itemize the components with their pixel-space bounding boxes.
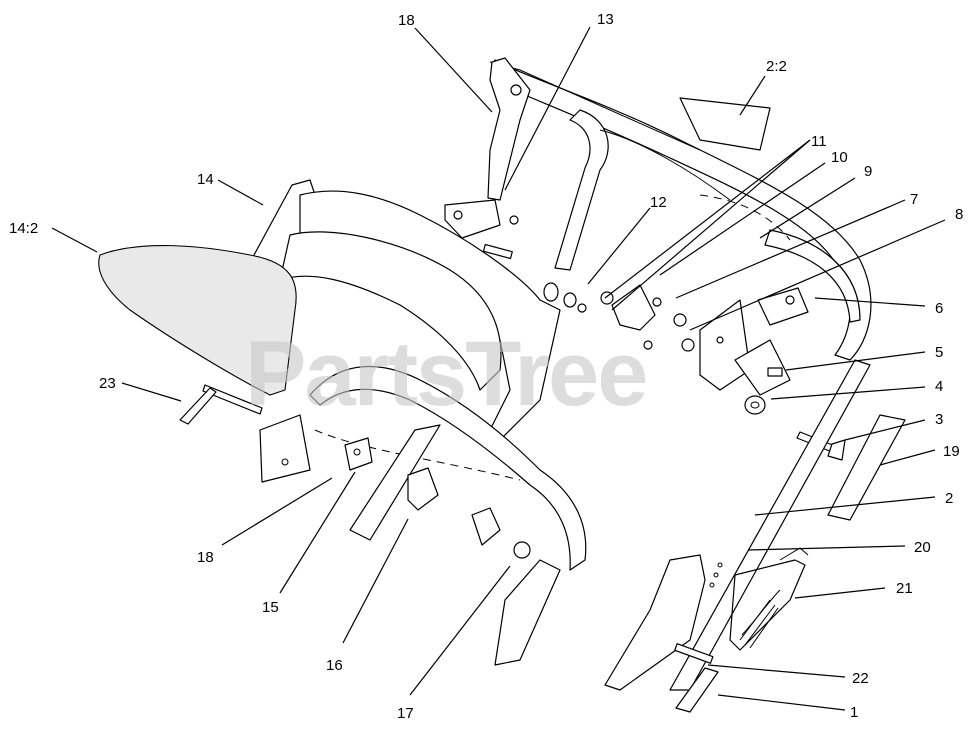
plate-11 <box>611 284 695 352</box>
callout-3: 3 <box>935 411 943 428</box>
lower-handle-2 <box>604 359 906 691</box>
bracket-7-9 <box>699 299 791 396</box>
callout-8: 8 <box>955 206 963 223</box>
callout-22: 22 <box>852 670 869 687</box>
callout-2-2: 2:2 <box>766 58 787 75</box>
knob-17 <box>471 507 531 559</box>
spring-21 <box>729 547 809 651</box>
bracket-18-top <box>444 57 531 239</box>
fastener-set-12-13 <box>482 215 614 313</box>
leader-lines <box>51 26 946 711</box>
watermark: PartsTree <box>245 323 646 425</box>
bracket-18-lower <box>259 414 311 483</box>
callout-10: 10 <box>831 149 848 166</box>
callout-14: 14 <box>197 171 214 188</box>
callout-7: 7 <box>910 191 918 208</box>
callout-21: 21 <box>896 580 913 597</box>
callout-17: 17 <box>397 705 414 722</box>
callout-1: 1 <box>850 704 858 721</box>
pad-14-2 <box>98 244 297 396</box>
guide-strip <box>349 424 441 541</box>
callout-16: 16 <box>326 657 343 674</box>
latch-6 <box>757 287 809 326</box>
knob-16 <box>407 467 439 511</box>
pin-22 <box>674 643 714 664</box>
callout-15: 15 <box>262 599 279 616</box>
callout-9: 9 <box>864 163 872 180</box>
callout-11: 11 <box>811 133 827 150</box>
screw-5 <box>767 367 783 377</box>
callout-2: 2 <box>945 490 953 507</box>
callout-6: 6 <box>935 300 943 317</box>
callout-18-top: 18 <box>398 12 415 29</box>
callout-18-lower: 18 <box>197 549 214 566</box>
washer-4 <box>744 395 766 415</box>
callout-19: 19 <box>943 443 960 460</box>
front-handle-tube <box>309 365 587 666</box>
block-15 <box>344 437 373 471</box>
callout-13: 13 <box>597 11 614 28</box>
callout-23: 23 <box>99 375 116 392</box>
rod-1 <box>675 667 719 713</box>
callout-5: 5 <box>935 344 943 361</box>
callout-12: 12 <box>650 194 667 211</box>
callout-labels: 18 13 2:2 14 14:2 11 10 9 7 8 12 6 5 4 3… <box>9 11 963 722</box>
callout-14-2: 14:2 <box>9 220 38 237</box>
rod-23 <box>179 384 263 425</box>
callout-4: 4 <box>935 378 943 395</box>
callout-20: 20 <box>914 539 931 556</box>
